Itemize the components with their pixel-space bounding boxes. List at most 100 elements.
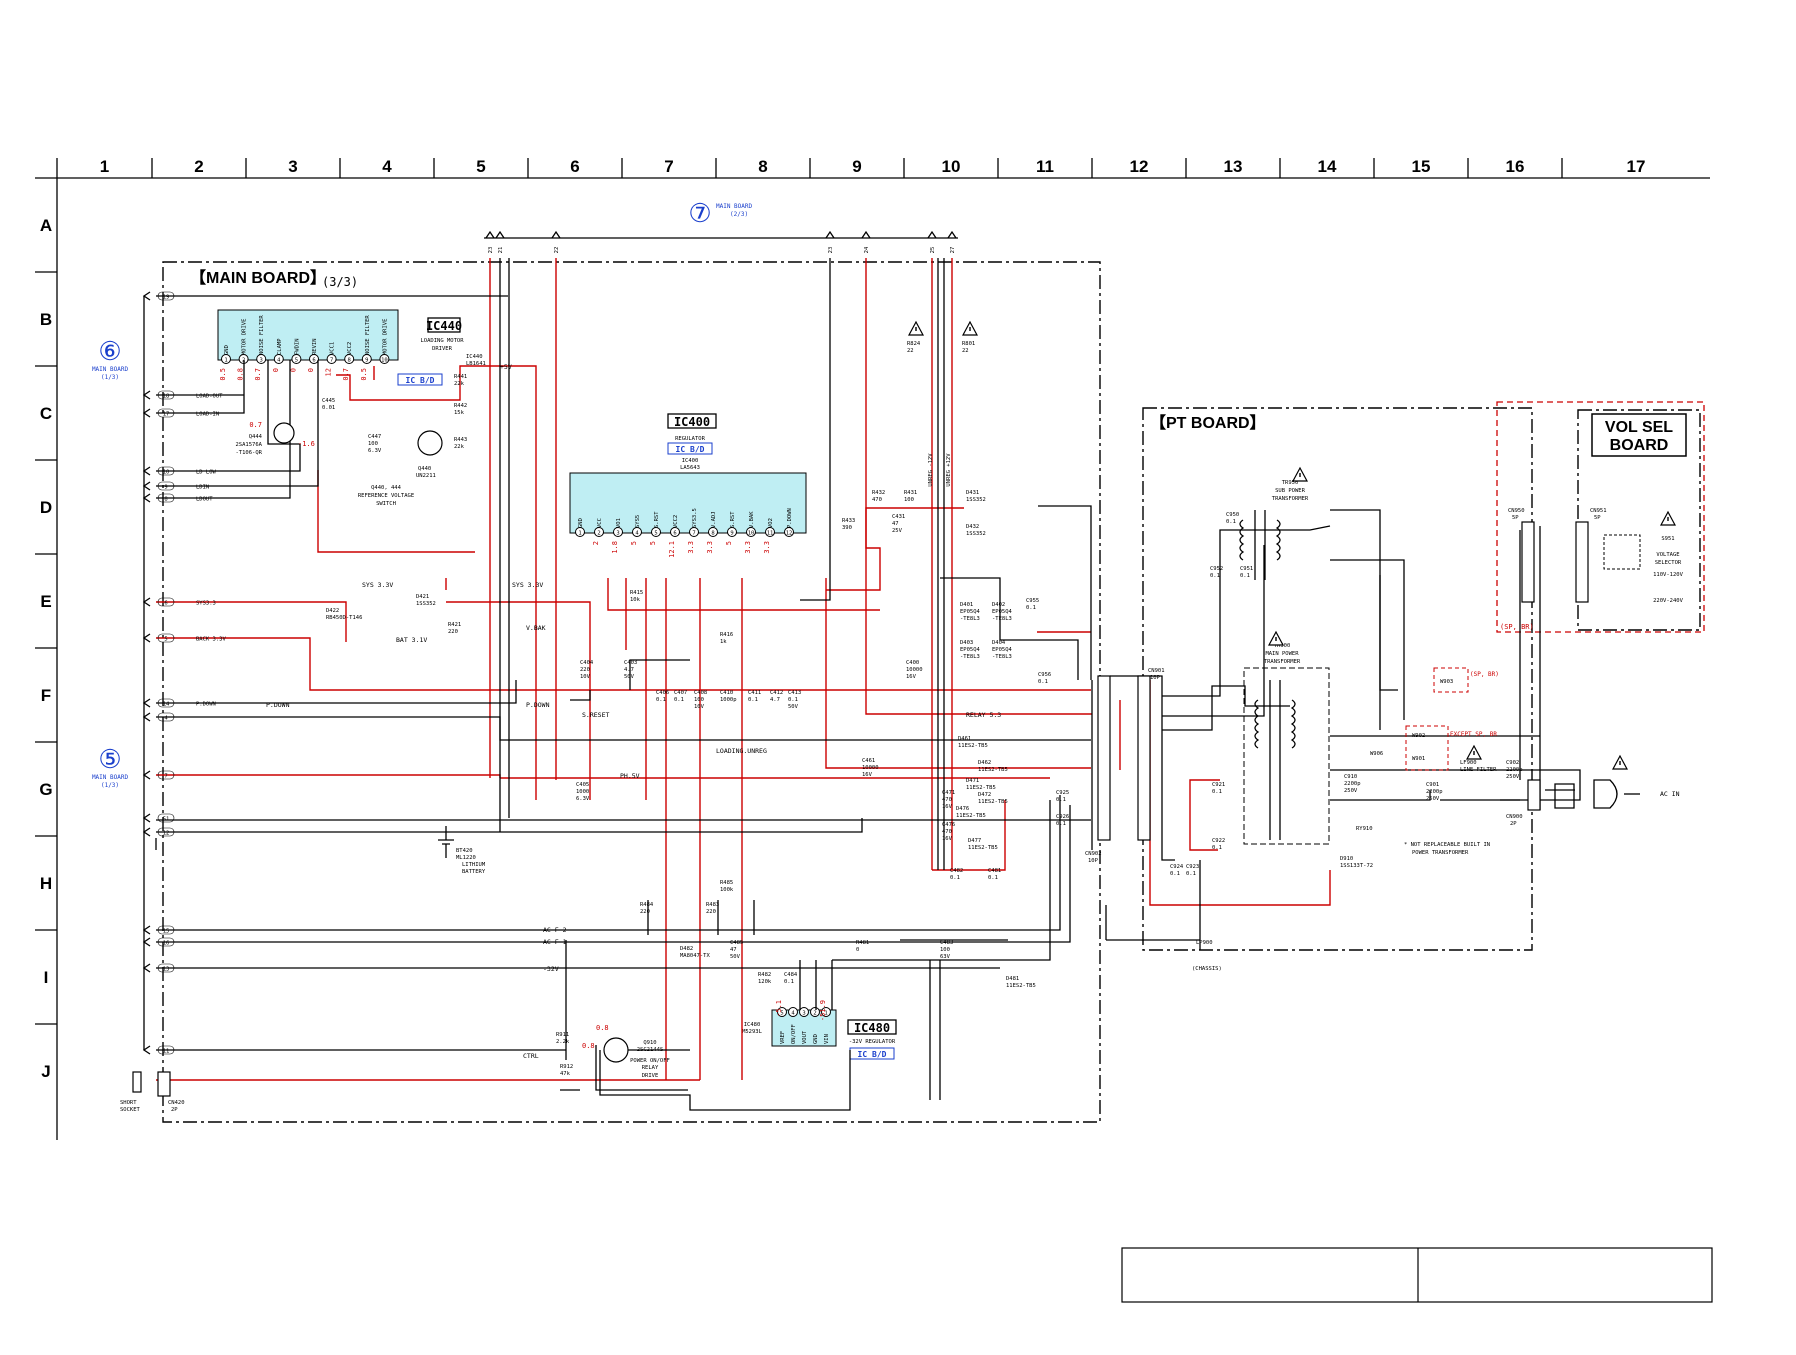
d472-label: D472 bbox=[978, 792, 991, 798]
svg-text:-32V REGULATOR: -32V REGULATOR bbox=[849, 1039, 896, 1045]
d482-label: MA8047-TX bbox=[680, 953, 710, 959]
warning-triangles bbox=[907, 320, 1677, 770]
ic400-pin-6: 6 bbox=[673, 531, 676, 537]
c413-label: 50V bbox=[788, 704, 799, 710]
grid-col-8: 8 bbox=[758, 157, 767, 176]
ic400-voltage: 3.3 bbox=[763, 541, 771, 554]
sp-br-tag: (SP, BR) bbox=[1500, 623, 1534, 631]
ic440-pin-4: 4 bbox=[277, 358, 281, 364]
c926-label: 0.1 bbox=[1056, 821, 1066, 827]
c950-label: 0.1 bbox=[1226, 519, 1236, 525]
r824-label: R824 bbox=[907, 341, 921, 347]
c925-label: C925 bbox=[1056, 790, 1069, 796]
grid-col-10: 10 bbox=[942, 157, 961, 176]
r415-label: R415 bbox=[630, 590, 643, 596]
grid-row-A: A bbox=[40, 216, 52, 235]
svg-text:2P: 2P bbox=[171, 1107, 178, 1113]
sig-acf2: AC F-2 bbox=[543, 926, 567, 934]
ic400-pin-name: GND bbox=[578, 518, 584, 528]
c482-label: 0.1 bbox=[950, 875, 960, 881]
svg-text:CN950: CN950 bbox=[1508, 508, 1525, 514]
pt-board-title: 【PT BOARD】 bbox=[1150, 414, 1266, 432]
svg-text:0.8: 0.8 bbox=[596, 1024, 609, 1032]
ic400-pin-name: VCC2 bbox=[673, 515, 679, 528]
s951-voltage-selector[interactable]: S951 VOLTAGE SELECTOR 110V-120V 220V-240… bbox=[1603, 534, 1684, 604]
ic400-pins: 1GND2VCC23VO11.84SYS555S.RST56VCC212.17S… bbox=[575, 508, 794, 558]
ic440-pin-name: CLAMP bbox=[277, 338, 283, 355]
note-line2: POWER TRANSFORMER bbox=[1412, 850, 1469, 856]
c484-label: C484 bbox=[784, 972, 798, 978]
sig-vbak: V.BAK bbox=[526, 624, 546, 632]
svg-text:10P: 10P bbox=[1088, 858, 1099, 864]
svg-text:DRIVER: DRIVER bbox=[432, 346, 453, 352]
ic440-pin-6: 6 bbox=[312, 358, 315, 364]
ic400-pin-name: SYS3.5 bbox=[692, 508, 698, 528]
ic480-pin-5: 5 bbox=[780, 1011, 783, 1017]
grid-col-12: 12 bbox=[1130, 157, 1149, 176]
ic480-pin-4: 4 bbox=[791, 1011, 795, 1017]
ic440-pin-9: 9 bbox=[365, 358, 368, 364]
ic480-pin-2: 2 bbox=[813, 1011, 816, 1017]
ic400-voltage: 5 bbox=[630, 541, 638, 545]
ic400-pin-name: S.RST bbox=[654, 511, 660, 528]
c901-label: C901 bbox=[1426, 782, 1439, 788]
d402-label: -TE8L3 bbox=[992, 616, 1012, 622]
ic440-pin-name: GND bbox=[224, 345, 230, 355]
svg-text:DRIVE: DRIVE bbox=[642, 1073, 659, 1079]
svg-text:SOCKET: SOCKET bbox=[120, 1107, 141, 1113]
svg-text:IC440: IC440 bbox=[466, 354, 483, 360]
d421-label: D421 bbox=[416, 594, 429, 600]
r483-label: R483 bbox=[706, 902, 719, 908]
d476-label: 11ES2-TB5 bbox=[956, 813, 986, 819]
ref-main-board-1-3-top[interactable]: ⑥ MAIN BOARD (1/3) bbox=[92, 337, 129, 381]
c955-label: 0.1 bbox=[1026, 605, 1036, 611]
grid-col-13: 13 bbox=[1224, 157, 1243, 176]
svg-text:(1/3): (1/3) bbox=[101, 374, 119, 381]
sig-ph5v: PH.5V bbox=[620, 772, 640, 780]
c924-label: 0.1 bbox=[1170, 871, 1180, 877]
c461-label: C461 bbox=[862, 758, 875, 764]
c910-label: 250V bbox=[1344, 788, 1358, 794]
ic440-pin-8: 8 bbox=[348, 358, 351, 364]
d422-label: RB450D-T146 bbox=[326, 615, 362, 621]
ic400-pin-7: 7 bbox=[692, 531, 695, 537]
svg-text:SELECTOR: SELECTOR bbox=[1655, 560, 1682, 566]
left-signal: SYS3.3 bbox=[196, 601, 216, 607]
r431-label: 100 bbox=[904, 497, 914, 503]
svg-text:-1.6: -1.6 bbox=[298, 440, 315, 448]
c910-label: C910 bbox=[1344, 774, 1357, 780]
ref-main-board-1-3-bottom[interactable]: ⑤ MAIN BOARD (1/3) bbox=[92, 745, 129, 789]
c405-label: C405 bbox=[576, 782, 589, 788]
ic400-pin-name: P.DOWN bbox=[787, 508, 793, 528]
bt420: BT420 ML1220 LITHIUM BATTERY bbox=[438, 826, 486, 875]
c404-label: 220 bbox=[580, 667, 590, 673]
ic400-voltage: 3.3 bbox=[687, 541, 695, 554]
c902-label: 2200p bbox=[1506, 767, 1523, 773]
d477-label: D477 bbox=[968, 838, 981, 844]
ic400-pin-name: V.ADJ bbox=[711, 511, 717, 528]
r485-label: 100k bbox=[720, 887, 734, 893]
c955-label: C955 bbox=[1026, 598, 1039, 604]
svg-text:2SC2144S: 2SC2144S bbox=[637, 1047, 664, 1053]
d422-label: D422 bbox=[326, 608, 339, 614]
ic400-pin-name: S.RST bbox=[730, 511, 736, 528]
c410-label: C410 bbox=[720, 690, 733, 696]
svg-text:POWER ON/OFF: POWER ON/OFF bbox=[630, 1058, 670, 1064]
ic440-pin-name: VCC2 bbox=[347, 342, 353, 355]
ic400-label: IC400 bbox=[674, 415, 710, 429]
ic400-voltage: 5 bbox=[725, 541, 733, 545]
sig-sreset: S.RESET bbox=[582, 711, 609, 719]
sig-plus5v: +5V bbox=[500, 363, 512, 371]
c951-label: 0.1 bbox=[1240, 573, 1250, 579]
svg-text:RELAY: RELAY bbox=[642, 1065, 659, 1071]
vol-sel-line2: BOARD bbox=[1610, 437, 1669, 454]
sig-ctrl: CTRL bbox=[523, 1052, 539, 1060]
d403-label: D403 bbox=[960, 640, 973, 646]
c400-label: C400 bbox=[906, 660, 919, 666]
ic400-pin-9: 9 bbox=[730, 531, 733, 537]
ref-main-board-2-3[interactable]: ⑦ MAIN BOARD (2/3) bbox=[688, 199, 752, 229]
grid-col-14: 14 bbox=[1318, 157, 1337, 176]
lf900-label: LINE FILTER bbox=[1460, 767, 1497, 773]
r433-label: R433 bbox=[842, 518, 855, 524]
